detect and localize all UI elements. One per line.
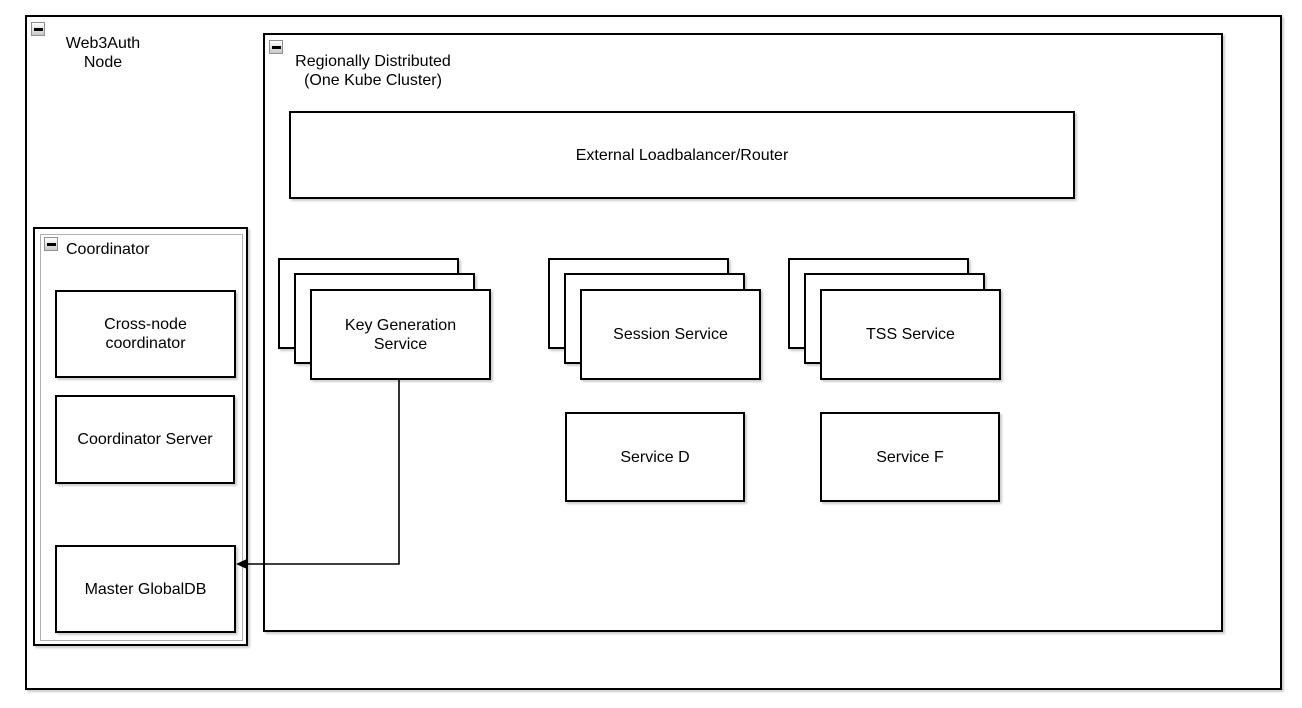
key-generation-service-label: Key Generation Service — [344, 316, 457, 353]
minus-icon — [46, 242, 56, 246]
master-globaldb-label: Master GlobalDB — [84, 580, 207, 598]
regionally-distributed-label: Regionally Distributed (One Kube Cluster… — [295, 53, 451, 89]
coordinator-server-box: Coordinator Server — [55, 395, 235, 484]
coordinator-container: Coordinator Cross-node coordinator Coord… — [33, 227, 248, 646]
collapse-minus-icon[interactable] — [31, 22, 45, 36]
master-globaldb-box: Master GlobalDB — [55, 545, 236, 633]
collapse-minus-icon[interactable] — [44, 237, 58, 251]
regionally-distributed-container: Regionally Distributed (One Kube Cluster… — [263, 33, 1223, 632]
minus-icon — [33, 27, 43, 31]
key-generation-service-box: Key Generation Service — [310, 289, 491, 380]
service-d-label: Service D — [620, 448, 690, 466]
collapse-minus-icon[interactable] — [269, 40, 283, 54]
session-service-box: Session Service — [580, 289, 761, 380]
cross-node-coordinator-box: Cross-node coordinator — [55, 290, 236, 378]
cross-node-coordinator-label: Cross-node coordinator — [104, 316, 187, 352]
external-loadbalancer-label: External Loadbalancer/Router — [575, 146, 789, 164]
service-d-box: Service D — [565, 412, 745, 502]
key-generation-service-stack: Key Generation Service — [278, 258, 491, 380]
web3auth-node-label: Web3Auth Node — [65, 35, 141, 71]
service-f-box: Service F — [820, 412, 1000, 502]
external-loadbalancer-box: External Loadbalancer/Router — [289, 111, 1075, 199]
service-f-label: Service F — [876, 448, 944, 466]
coordinator-server-label: Coordinator Server — [77, 431, 213, 448]
session-service-stack: Session Service — [548, 258, 761, 380]
minus-icon — [271, 45, 281, 49]
tss-service-stack: TSS Service — [788, 258, 1001, 380]
coordinator-inner-frame — [40, 234, 243, 641]
tss-service-box: TSS Service — [820, 289, 1001, 380]
coordinator-label: Coordinator — [66, 241, 150, 258]
tss-service-label: TSS Service — [866, 326, 955, 343]
session-service-label: Session Service — [613, 326, 728, 343]
